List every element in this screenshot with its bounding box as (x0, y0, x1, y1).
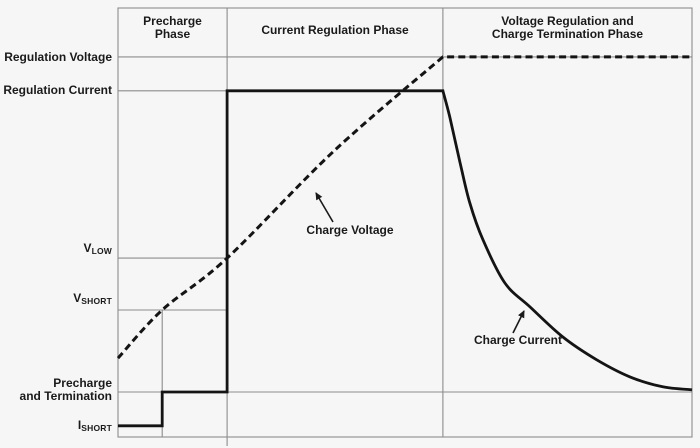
charge-current-arrow (512, 310, 525, 334)
phase-header-voltage-regulation: Voltage Regulation and Charge Terminatio… (443, 15, 692, 41)
axis-label-v-low-sub: LOW (91, 246, 112, 256)
annotation-charge-current: Charge Current (473, 333, 562, 347)
phase-header-voltage-regulation-line1: Voltage Regulation and (501, 14, 634, 28)
axis-label-i-short-main: I (77, 418, 82, 432)
axis-label-v-low: VLOW (0, 242, 112, 258)
phase-header-precharge-line1: Precharge (143, 14, 202, 28)
axis-label-i-short: ISHORT (0, 419, 112, 435)
phase-header-precharge-line2: Phase (154, 27, 191, 41)
phase-header-current-regulation: Current Regulation Phase (227, 24, 443, 37)
phase-header-voltage-regulation-line2: Charge Termination Phase (491, 27, 644, 41)
axis-label-regulation-current: Regulation Current (3, 83, 112, 97)
axis-label-v-short-main: V (73, 291, 82, 305)
axis-label-precharge-termination-line2: and Termination (19, 389, 112, 403)
axis-label-v-short: VSHORT (0, 292, 112, 308)
axis-label-precharge-termination-line1: Precharge (53, 376, 112, 390)
series-charge-voltage (116, 55, 692, 360)
axis-label-precharge-termination: Precharge and Termination (0, 377, 112, 403)
axis-label-v-low-main: V (83, 241, 92, 255)
phase-header-current-regulation-line1: Current Regulation Phase (261, 23, 409, 37)
annotation-charge-voltage: Charge Voltage (306, 223, 394, 237)
phase-header-precharge: Precharge Phase (118, 15, 227, 41)
axis-label-regulation-voltage: Regulation Voltage (4, 50, 112, 64)
charge-voltage-arrow (315, 192, 334, 223)
axis-label-i-short-sub: SHORT (81, 423, 112, 433)
plot-frame (117, 7, 693, 438)
series-charge-current (118, 89, 693, 428)
axis-label-v-short-sub: SHORT (81, 296, 112, 306)
